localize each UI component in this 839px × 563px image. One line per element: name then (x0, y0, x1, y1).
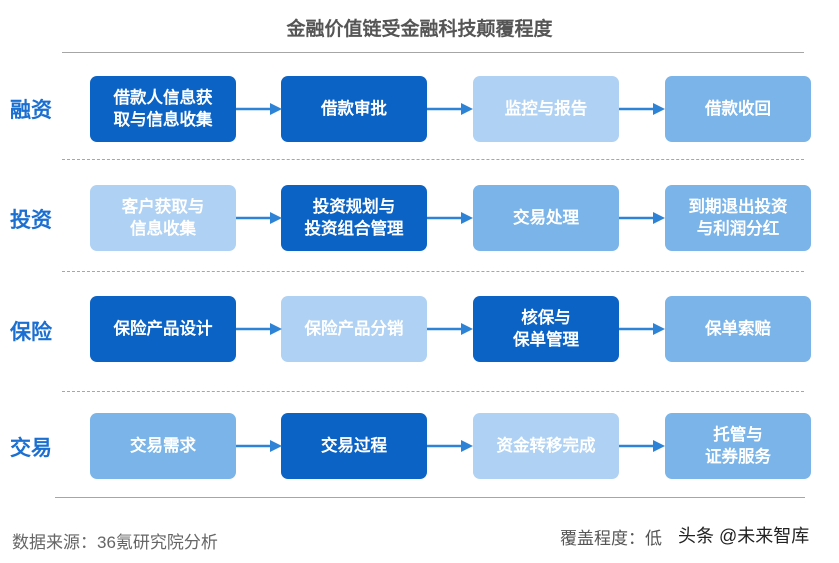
arrow-right-icon (619, 103, 665, 115)
step-box: 保险产品设计 (90, 296, 236, 362)
row-label-insurance: 保险 (10, 321, 52, 344)
arrow-right-icon (236, 103, 282, 115)
step-box: 交易过程 (281, 413, 427, 479)
arrow-right-icon (236, 323, 282, 335)
step-box: 投资规划与 投资组合管理 (281, 185, 427, 251)
step-box: 客户获取与 信息收集 (90, 185, 236, 251)
step-box: 交易需求 (90, 413, 236, 479)
row-divider (62, 271, 804, 272)
arrow-right-icon (427, 440, 473, 452)
step-box: 借款收回 (665, 76, 811, 142)
step-box: 核保与 保单管理 (473, 296, 619, 362)
arrow-right-icon (619, 323, 665, 335)
step-box: 交易处理 (473, 185, 619, 251)
arrow-right-icon (619, 212, 665, 224)
row-label-investment: 投资 (10, 209, 52, 232)
step-box: 借款人信息获 取与信息收集 (90, 76, 236, 142)
top-rule (62, 52, 804, 53)
watermark: 头条 @未来智库 (676, 522, 812, 548)
step-box: 资金转移完成 (473, 413, 619, 479)
arrow-right-icon (427, 103, 473, 115)
arrow-right-icon (236, 440, 282, 452)
row-divider (62, 391, 804, 392)
bottom-rule (55, 497, 805, 498)
step-box: 借款审批 (281, 76, 427, 142)
step-box: 到期退出投资 与利润分红 (665, 185, 811, 251)
arrow-right-icon (619, 440, 665, 452)
diagram-title: 金融价值链受金融科技颠覆程度 (286, 19, 553, 40)
arrow-right-icon (427, 323, 473, 335)
step-box: 托管与 证券服务 (665, 413, 811, 479)
data-source: 数据来源：36氪研究院分析 (12, 533, 218, 552)
step-box: 保险产品分销 (281, 296, 427, 362)
row-label-trading: 交易 (10, 437, 52, 460)
step-box: 监控与报告 (473, 76, 619, 142)
coverage-legend-label: 覆盖程度：低 (560, 529, 662, 548)
step-box: 保单索赔 (665, 296, 811, 362)
arrow-right-icon (236, 212, 282, 224)
row-label-financing: 融资 (10, 99, 52, 122)
row-divider (62, 159, 804, 160)
arrow-right-icon (427, 212, 473, 224)
